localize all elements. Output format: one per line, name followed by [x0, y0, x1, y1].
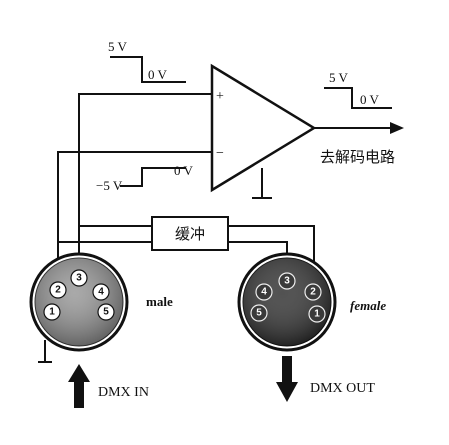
label-top-left-high: 5 V — [108, 39, 128, 54]
female-pin-1-label: 1 — [314, 309, 320, 320]
opamp-triangle — [210, 63, 317, 193]
output-destination-label: 去解码电路 — [320, 148, 395, 166]
male-pin-5-label: 5 — [103, 307, 109, 318]
buffer-label: 缓冲 — [175, 225, 205, 243]
dmx-in-label: DMX IN — [98, 385, 149, 400]
female-pin-3 — [278, 272, 296, 290]
female-pin-1 — [308, 305, 326, 323]
male-connector: 1 2 3 4 5 — [29, 252, 129, 352]
label-output-low: 0 V — [360, 92, 380, 107]
female-pin-2-label: 2 — [310, 287, 316, 298]
waveforms — [110, 56, 392, 187]
male-label: male — [146, 294, 173, 309]
dmx-out-label: DMX OUT — [310, 381, 375, 396]
female-pin-5-label: 5 — [256, 308, 262, 319]
male-pin-3 — [70, 269, 88, 287]
label-top-left-low: 0 V — [148, 67, 168, 82]
male-pin-3-label: 3 — [76, 273, 82, 284]
female-label: female — [350, 298, 386, 313]
output-arrow-icon — [390, 122, 404, 134]
buffer-box — [151, 216, 229, 251]
male-pin-4 — [92, 283, 110, 301]
waveform-plus-input — [110, 56, 186, 83]
male-pin-1 — [43, 303, 61, 321]
opamp-plus-sign: + — [216, 89, 224, 104]
label-output-high: 5 V — [329, 70, 349, 85]
female-pin-5 — [250, 304, 268, 322]
male-pin-2-label: 2 — [55, 285, 61, 296]
female-connector-shade — [243, 258, 331, 346]
male-pin-1-label: 1 — [49, 307, 55, 318]
wiring — [38, 93, 392, 363]
female-pin-4 — [255, 283, 273, 301]
male-pin-4-label: 4 — [98, 287, 104, 298]
dmx-out-arrow-icon — [276, 356, 298, 402]
female-connector: 1 2 3 4 5 — [237, 252, 337, 352]
label-bottom-left-high: 0 V — [174, 163, 194, 178]
buffer-out-top — [228, 225, 315, 272]
male-connector-shade — [35, 258, 123, 346]
male-pin-2 — [49, 281, 67, 299]
female-pin-4-label: 4 — [261, 287, 267, 298]
waveform-output — [324, 87, 392, 109]
waveform-minus-input — [120, 167, 186, 187]
female-pin-2 — [304, 283, 322, 301]
male-pin-5 — [97, 303, 115, 321]
minus-input-wire — [57, 151, 212, 285]
female-pin-3-label: 3 — [284, 276, 290, 287]
opamp-minus-sign: − — [216, 146, 224, 161]
dmx-in-arrow-icon — [68, 364, 90, 408]
label-bottom-left-low: −5 V — [96, 178, 123, 193]
plus-input-wire — [78, 93, 212, 270]
